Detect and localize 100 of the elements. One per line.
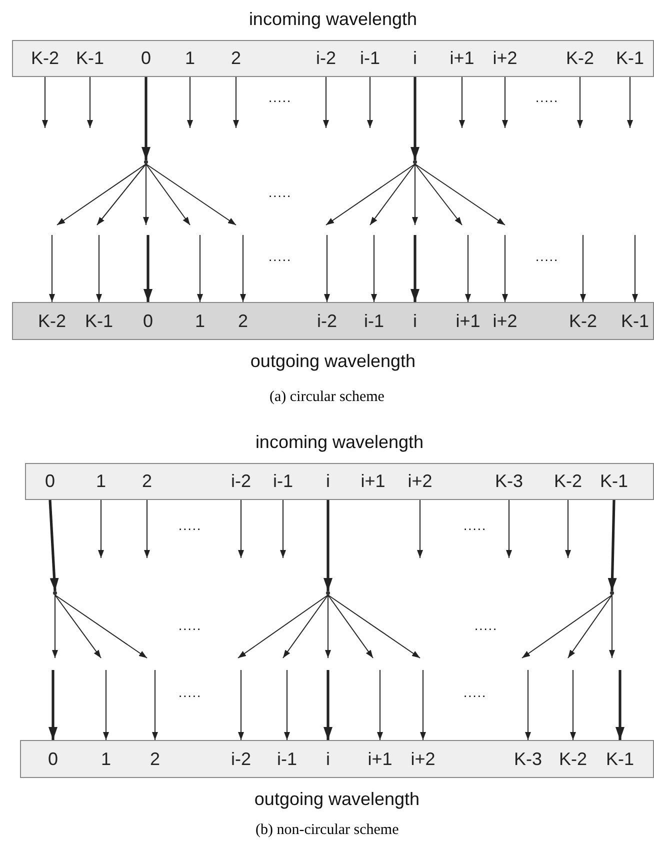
arrow: [568, 594, 612, 658]
arrow: [608, 500, 617, 592]
wavelength-label: i-1: [348, 41, 392, 76]
wavelength-label: K-1: [598, 741, 642, 777]
wavelength-label: i: [393, 41, 437, 76]
arrow: [565, 500, 571, 558]
wavelength-label: i-2: [305, 303, 349, 339]
arrow: [465, 234, 471, 302]
junction-point: [610, 591, 614, 595]
arrow: [233, 76, 239, 128]
arrow: [144, 235, 152, 302]
arrow: [238, 670, 244, 740]
arrow: [52, 594, 58, 658]
wavelength-label: i-2: [219, 464, 263, 499]
arrow: [144, 500, 150, 558]
wavelength-label: 0: [31, 741, 75, 777]
arrow: [42, 76, 48, 128]
wavelength-label: 2: [214, 41, 258, 76]
arrow: [577, 76, 583, 128]
arrow: [240, 234, 246, 302]
wavelength-label: K-1: [68, 41, 112, 76]
arrow: [146, 164, 190, 226]
arrow: [323, 76, 329, 128]
arrow: [87, 76, 93, 128]
wavelength-label: i: [393, 303, 437, 339]
arrow: [48, 670, 58, 740]
arrow: [284, 670, 290, 740]
ellipsis: .....: [268, 90, 292, 104]
arrow: [98, 500, 104, 558]
junction-point: [413, 160, 417, 164]
arrow: [146, 164, 236, 226]
arrow: [238, 594, 328, 658]
ellipsis: .....: [178, 684, 202, 700]
bar-heading: outgoing wavelength: [253, 789, 421, 810]
arrow: [417, 500, 423, 558]
arrow: [54, 594, 148, 658]
ellipsis: .....: [178, 618, 202, 632]
ellipsis: .....: [536, 90, 559, 104]
arrow: [414, 164, 506, 226]
arrow: [324, 500, 332, 591]
wavelength-label: i+1: [440, 41, 484, 76]
ellipsis: .....: [474, 618, 498, 632]
wavelength-label: K-1: [608, 41, 652, 76]
wavelength-label: i+1: [351, 464, 395, 499]
wavelength-label: i: [306, 464, 350, 499]
arrow: [325, 594, 331, 658]
wavelength-label: K-2: [546, 464, 590, 499]
arrow: [377, 670, 383, 740]
wavelength-label: 2: [133, 741, 177, 777]
wavelength-label: i: [306, 741, 350, 777]
junction-point: [53, 591, 57, 595]
wavelength-label: 0: [28, 464, 72, 499]
arrow: [609, 594, 615, 658]
wavelength-label: i-1: [352, 303, 396, 339]
arrow: [420, 670, 426, 740]
wavelength-label: 1: [79, 464, 123, 499]
arrow: [459, 76, 465, 128]
wavelength-label: 1: [84, 741, 128, 777]
wavelength-label: K-1: [613, 303, 654, 339]
wavelength-label: 1: [168, 41, 212, 76]
arrow: [525, 670, 531, 740]
arrow: [238, 500, 244, 558]
arrow: [56, 164, 146, 226]
wavelength-label: i+1: [358, 741, 402, 777]
arrow: [328, 594, 374, 658]
arrow: [580, 234, 586, 302]
ellipsis: .....: [536, 248, 559, 264]
bar-heading: outgoing wavelength: [249, 351, 417, 372]
bar-heading: incoming wavelength: [254, 432, 425, 453]
wavelength-label: 0: [126, 303, 170, 339]
ellipsis: .....: [464, 684, 487, 700]
arrow: [371, 234, 377, 302]
arrow: [616, 670, 624, 740]
wavelength-label: i-1: [261, 464, 305, 499]
arrow: [324, 234, 330, 302]
wavelength-label: K-1: [592, 464, 636, 499]
arrow: [326, 164, 416, 226]
arrow: [197, 234, 203, 302]
bar-heading: incoming wavelength: [248, 9, 418, 30]
wavelength-label: K-3: [506, 741, 550, 777]
wavelength-label: K-2: [558, 41, 602, 76]
figure-caption: (b) non-circular scheme: [256, 822, 399, 838]
wavelength-label: i-2: [304, 41, 348, 76]
arrow: [328, 594, 420, 658]
ellipsis: .....: [268, 184, 292, 200]
arrow: [522, 594, 612, 658]
wavelength-label: 2: [221, 303, 265, 339]
wavelength-label: K-3: [487, 464, 531, 499]
arrow: [627, 76, 633, 128]
arrow: [502, 76, 508, 128]
arrow: [48, 500, 59, 592]
arrow: [410, 77, 420, 160]
arrow: [324, 670, 332, 740]
wavelength-label: 0: [124, 41, 168, 76]
arrow: [142, 77, 150, 160]
wavelength-label: K-2: [561, 303, 605, 339]
wavelength-label: K-1: [77, 303, 121, 339]
arrow: [410, 235, 420, 302]
ellipsis: .....: [464, 518, 487, 532]
wavelength-label: i+2: [483, 41, 527, 76]
